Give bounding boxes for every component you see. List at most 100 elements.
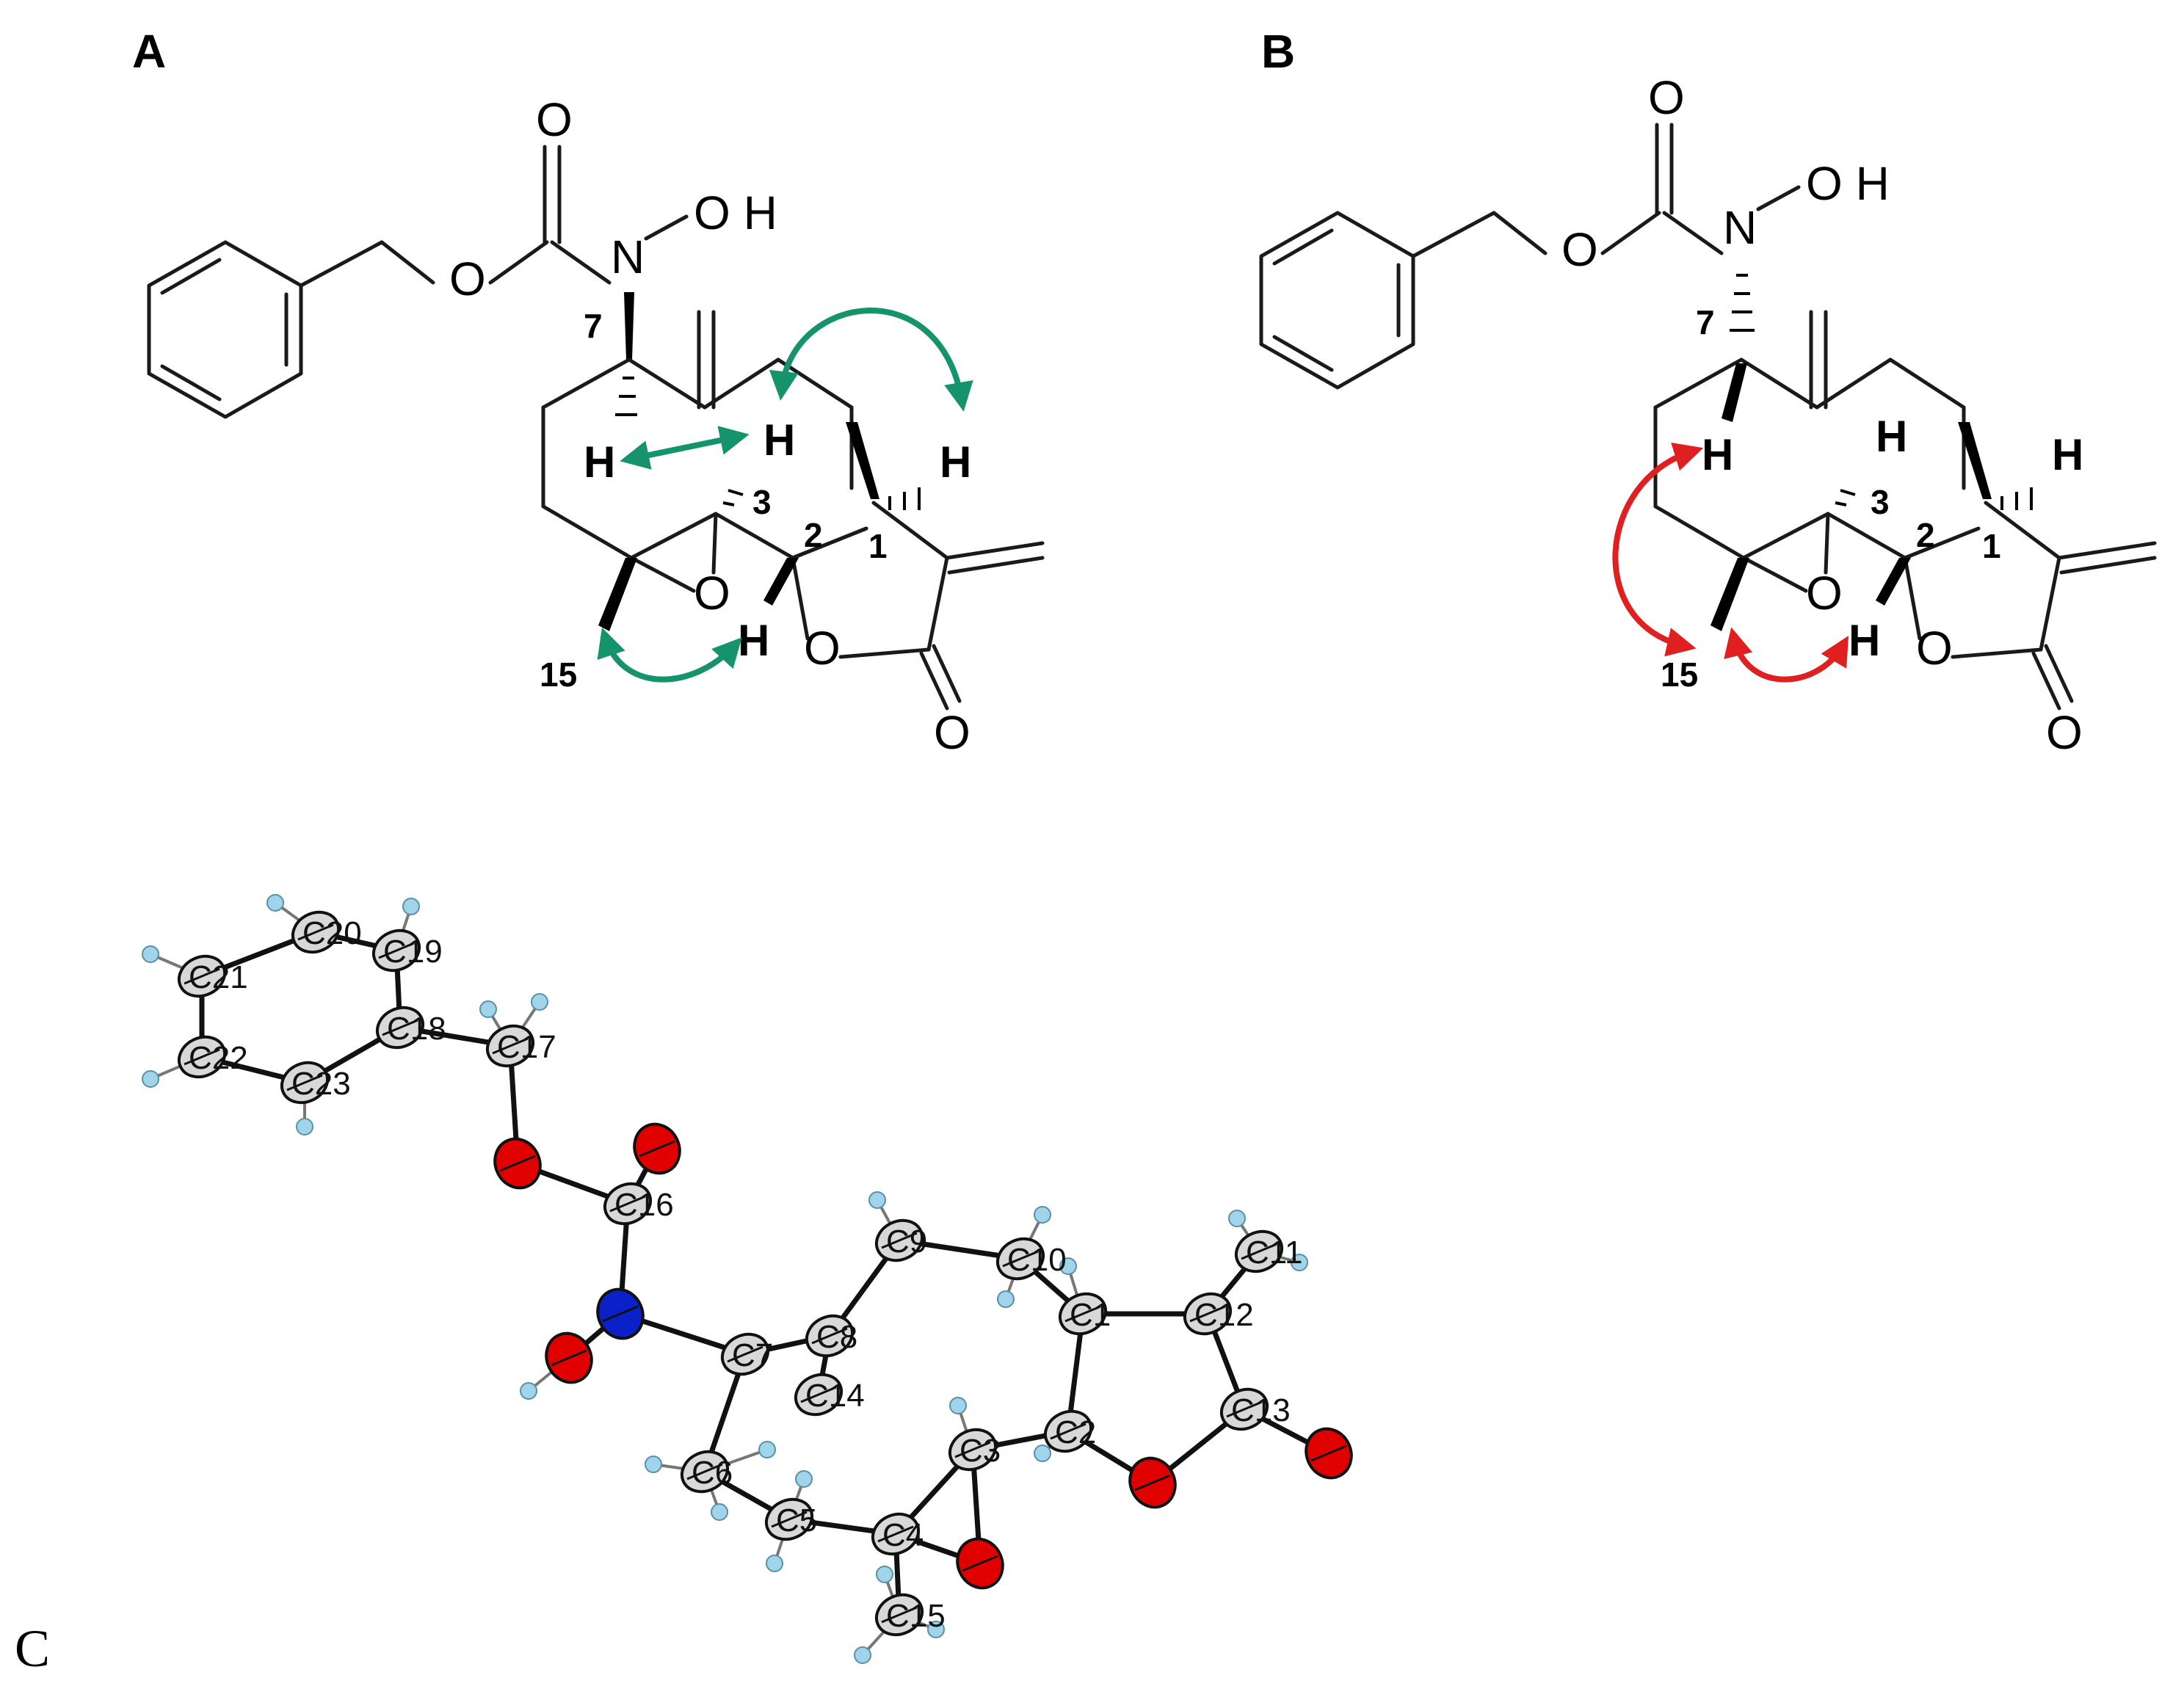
crystal-atom-principal-axis [378, 942, 415, 959]
crystal-atom-principal-axis [184, 1048, 220, 1066]
crystal-bonds [199, 929, 1332, 1618]
panel-b-nitrogen: N [1723, 201, 1757, 254]
panel-a-structure: A O O N O H 7 [132, 25, 1045, 759]
crystal-atom-principal-axis [1310, 1444, 1347, 1462]
panel-a-number-3: 3 [752, 483, 772, 521]
crystal-atom-principal-axis [184, 967, 220, 985]
panel-a-hash-c3-h [722, 489, 744, 506]
crystal-hydrogen-atom [711, 1503, 728, 1521]
crystal-atom-principal-axis [297, 923, 334, 941]
crystal-atom-principal-axis [811, 1327, 848, 1345]
crystal-atom-principal-axis [1050, 1422, 1086, 1440]
crystal-hydrogen-atom [266, 894, 284, 912]
crystal-label-c13: C13 [1231, 1392, 1291, 1428]
crystal-label-c7: C7 [732, 1337, 773, 1373]
crystal-atom-principal-axis [499, 1155, 536, 1172]
panel-a-lactone-oxygen: O [804, 622, 841, 675]
crystal-atom-principal-axis [954, 1441, 991, 1458]
crystal-atom-principal-axis [881, 1606, 918, 1624]
crystal-label-c12: C12 [1194, 1297, 1254, 1333]
crystal-label-c2: C2 [1055, 1414, 1096, 1450]
panel-a-number-7: 7 [584, 307, 603, 345]
crystal-label-c23: C23 [291, 1066, 351, 1102]
panel-b-hash-c1-h [2000, 487, 2033, 510]
panel-c-crystal-structure: C C20C19C21C18C22C23C17C16C7C8C14C9C10C1… [15, 894, 1353, 1678]
crystal-atom-principal-axis [881, 1232, 918, 1249]
crystal-hydrogens [142, 894, 1308, 1664]
crystal-hydrogen-atom [868, 1191, 886, 1209]
panel-a-number-1: 1 [868, 527, 888, 565]
panel-a-h2: H [738, 616, 769, 665]
crystal-label-c11: C11 [1246, 1235, 1302, 1271]
crystal-label-c10: C10 [1007, 1242, 1067, 1278]
panel-b-structure: B O O N O H 7 [1259, 25, 2157, 759]
panel-a-noe-h9-h1 [769, 308, 973, 412]
crystal-atom-principal-axis [727, 1345, 763, 1363]
crystal-atom-principal-axis [382, 1019, 418, 1036]
panel-a-hash-c7-h [615, 377, 637, 416]
crystal-hydrogen-atom [1228, 1210, 1246, 1227]
crystal-label-c8: C8 [816, 1319, 857, 1355]
crystal-atom-principal-axis [1134, 1474, 1171, 1491]
crystal-hydrogen-atom [142, 1070, 159, 1088]
panel-a-noe-arrows [597, 308, 973, 683]
panel-a-hash-c1-h [888, 487, 921, 510]
crystal-label-c4: C4 [882, 1517, 924, 1553]
panel-b-lactone-oxygen: O [1916, 622, 1953, 675]
panel-b-lactone-carbonyl-oxygen: O [2046, 706, 2083, 759]
panel-b-lactone-ring [1903, 501, 2157, 711]
crystal-atom-principal-axis [551, 1349, 587, 1367]
crystal-atom-principal-axis [609, 1195, 646, 1213]
crystal-hydrogen-atom [854, 1646, 871, 1664]
crystal-label-c1: C1 [1070, 1297, 1111, 1333]
crystal-label-c5: C5 [776, 1502, 817, 1538]
panel-a-lactone-carbonyl-oxygen: O [934, 706, 971, 759]
panel-a-wedge-c2-h [763, 558, 799, 606]
panel-a-h1: H [940, 437, 971, 487]
crystal-atom-principal-axis [1226, 1400, 1263, 1418]
crystal-atom-principal-axis [1064, 1305, 1101, 1323]
panel-a-ester-oxygen: O [449, 252, 486, 305]
panel-a-h9: H [763, 415, 795, 465]
crystal-hydrogen-atom [876, 1566, 893, 1583]
panel-b-noe-h7-me15 [1612, 442, 1704, 657]
crystal-hydrogen-atom [795, 1470, 813, 1488]
crystal-label-c16: C16 [614, 1187, 674, 1223]
panel-b-label: B [1261, 25, 1295, 78]
panel-a-carbamate-chain [299, 145, 689, 288]
crystal-label-c22: C22 [189, 1040, 248, 1076]
crystal-hydrogen-atom [479, 1000, 497, 1018]
crystal-label-c3: C3 [959, 1433, 1001, 1469]
panel-b-h3: H [1876, 412, 1907, 461]
crystal-label-c17: C17 [497, 1029, 556, 1065]
crystal-hydrogen-atom [296, 1118, 313, 1135]
panel-a-number-15: 15 [540, 655, 577, 694]
panel-a-number-2: 2 [804, 516, 823, 554]
panel-a-hydroxyl: O H [694, 186, 777, 239]
crystal-hydrogen-atom [1034, 1444, 1051, 1462]
panel-b-hash-c3-h [1835, 489, 1856, 506]
crystal-atom-principal-axis [800, 1386, 837, 1403]
panel-b-number-1: 1 [1982, 527, 2001, 565]
panel-b-carbonyl-oxygen: O [1648, 71, 1685, 124]
crystal-atom-principal-axis [1189, 1305, 1226, 1323]
panel-a-noe-h7-h9 [620, 426, 750, 470]
panel-b-wedge-c15 [1710, 558, 1749, 631]
crystal-hydrogen-atom [1034, 1206, 1051, 1224]
crystal-hydrogen-atom [766, 1555, 783, 1572]
panel-b-number-2: 2 [1916, 516, 1935, 554]
panel-a-benzene-ring [147, 240, 303, 419]
panel-b-noe-arrows [1612, 442, 1849, 683]
crystal-atom-principal-axis [492, 1037, 529, 1055]
panel-b-noe-me15-h2 [1724, 627, 1849, 683]
crystal-hydrogen-atom [142, 945, 159, 963]
panel-a-h7: H [584, 437, 615, 487]
crystal-atom-principal-axis [602, 1305, 639, 1323]
panel-b-wedge-c2-h [1876, 558, 1911, 606]
crystal-hydrogen-atom [1291, 1254, 1308, 1271]
panel-b-number-7: 7 [1696, 303, 1715, 341]
panel-a-label: A [132, 25, 166, 78]
panel-b-hydroxyl: O H [1806, 157, 1890, 210]
panel-a-lactone-ring [791, 501, 1045, 711]
